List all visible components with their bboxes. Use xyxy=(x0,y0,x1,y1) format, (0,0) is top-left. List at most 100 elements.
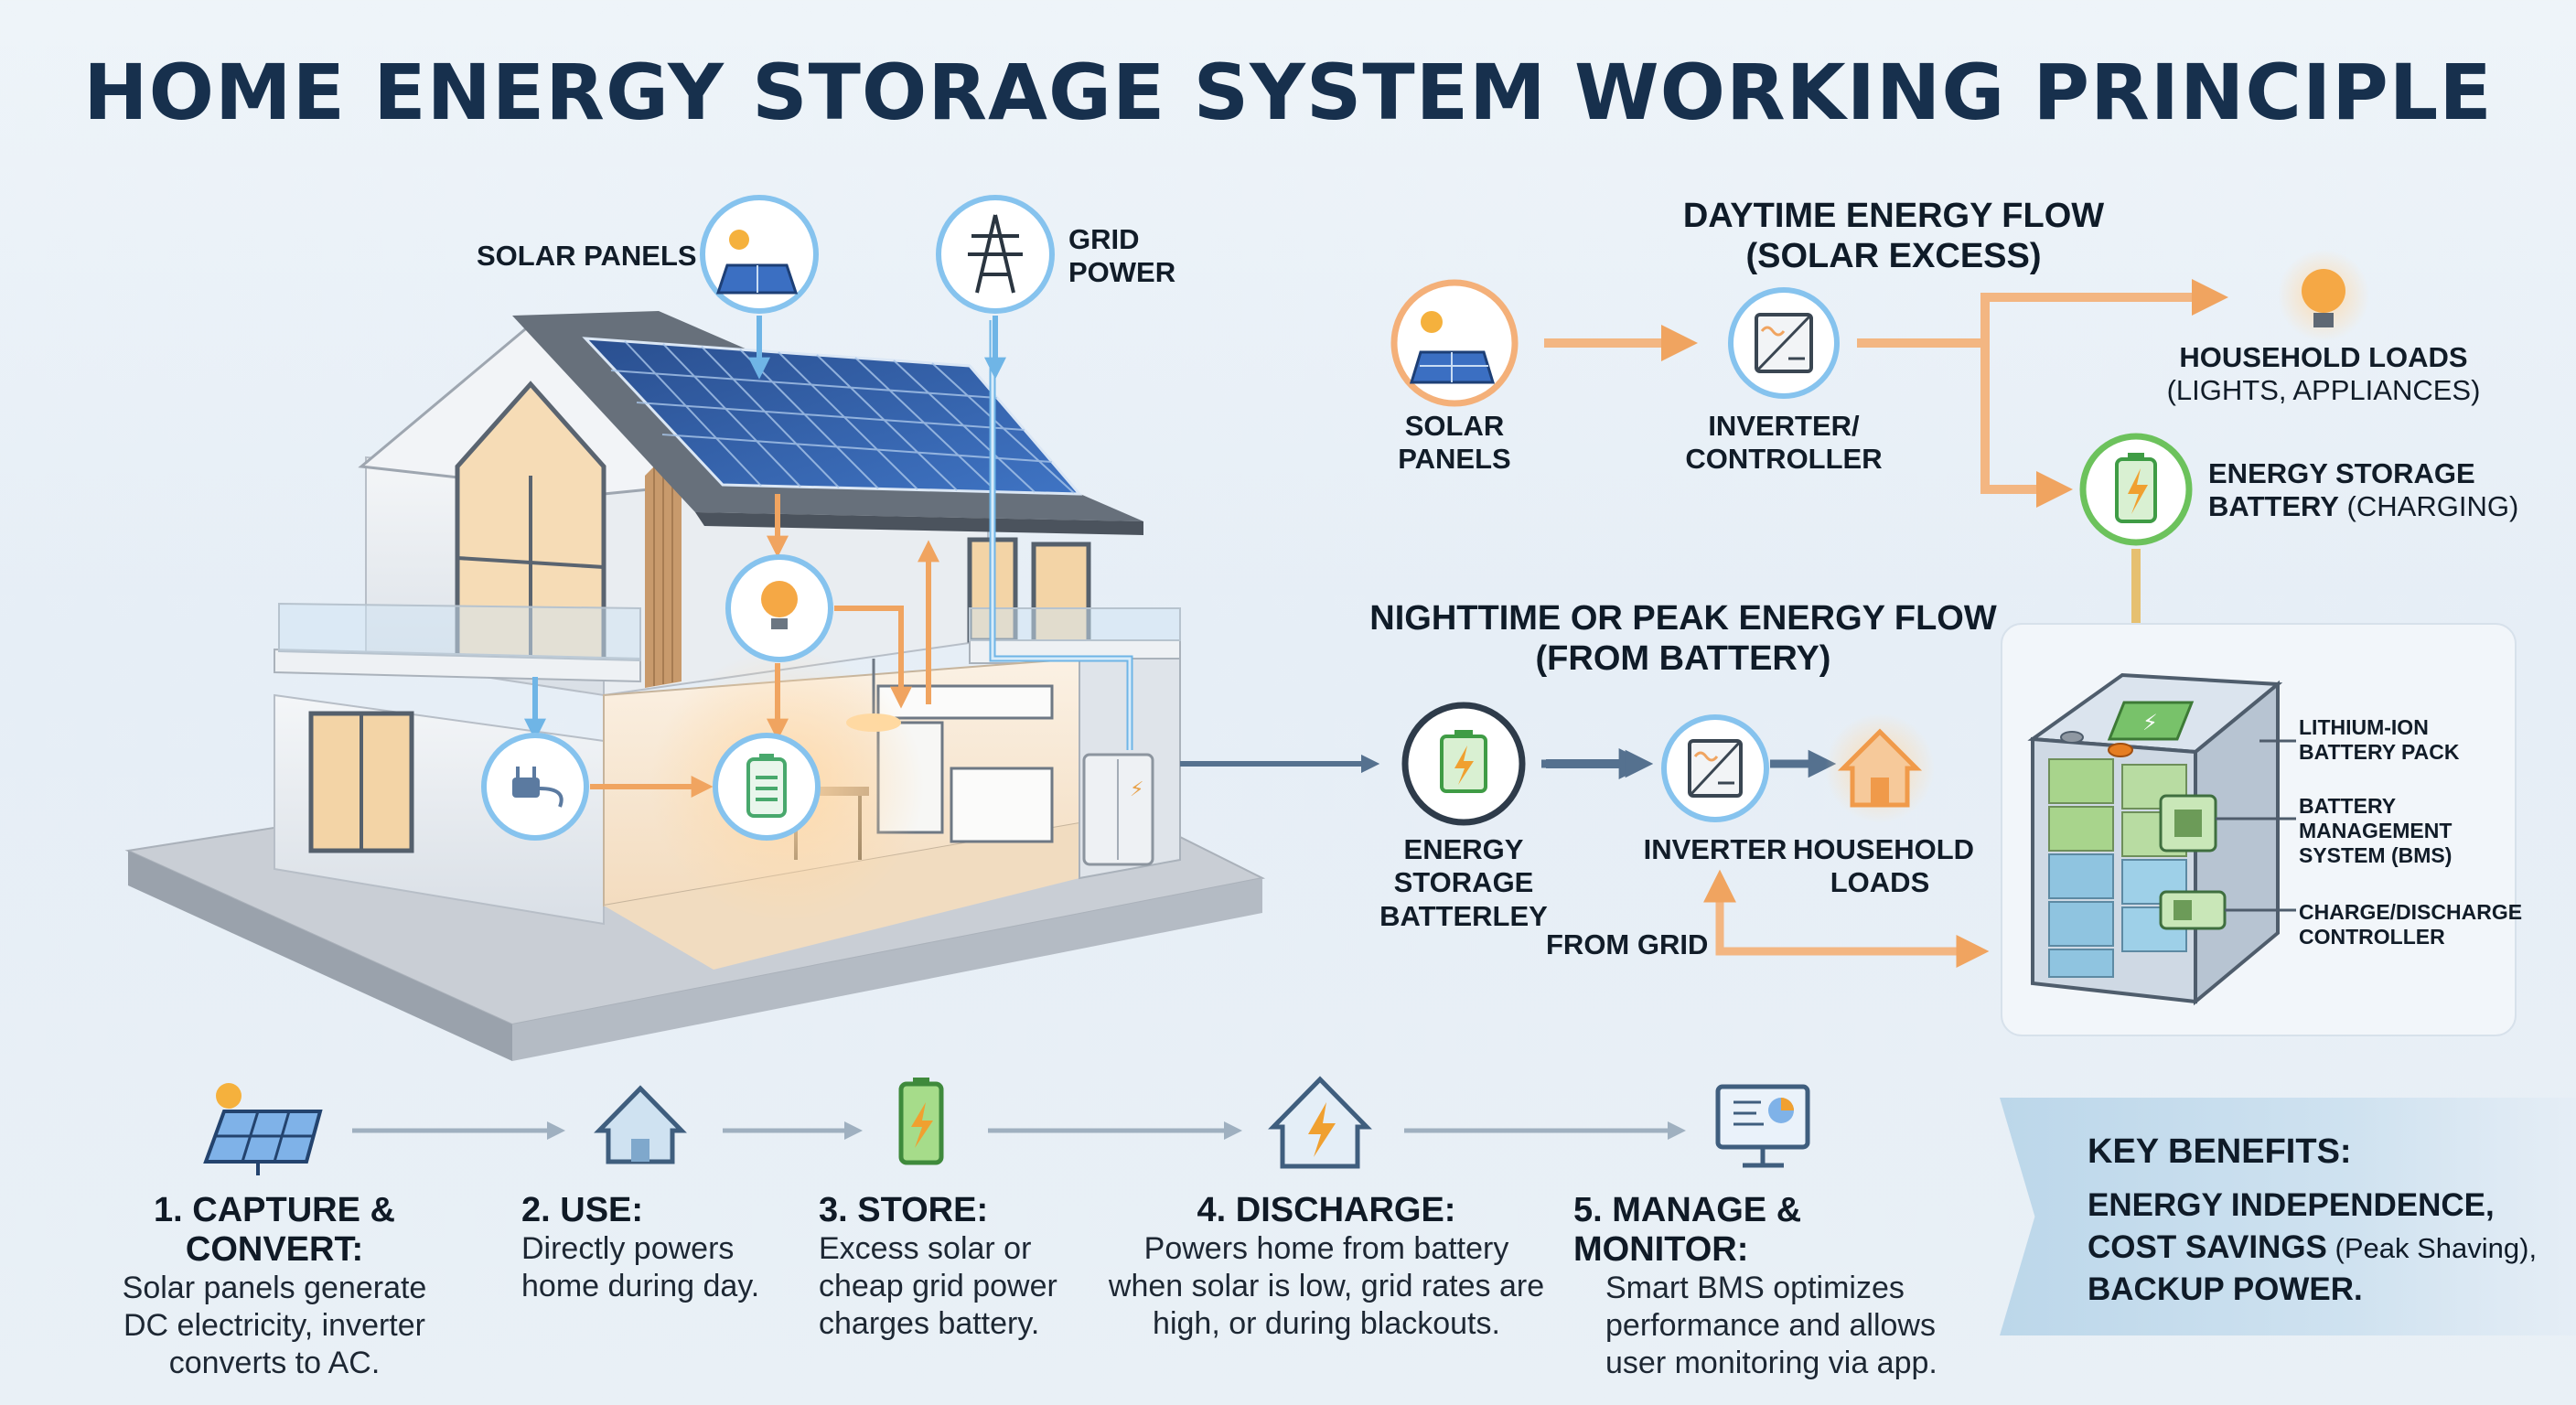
benefits-heading: KEY BENEFITS: xyxy=(2088,1132,2352,1171)
night-loads-label: HOUSEHOLD LOADS xyxy=(1793,833,1975,900)
step1-solar-panel-icon xyxy=(203,1083,323,1175)
step-3-line3: charges battery. xyxy=(819,1305,1040,1341)
svg-text:⚡: ⚡ xyxy=(1130,778,1143,801)
bms-label-line3: SYSTEM (BMS) xyxy=(2299,843,2453,868)
benefits-line2: COST SAVINGS (Peak Shaving), xyxy=(2088,1227,2537,1269)
day-loads-label-line2: (LIGHTS, APPLIANCES) xyxy=(2166,374,2481,407)
day-battery-label-bold: BATTERY xyxy=(2208,490,2339,523)
house-solar-label: SOLAR PANELS xyxy=(477,240,697,272)
night-inverter-icon xyxy=(1661,714,1769,822)
controller-label: CHARGE/DISCHARGE CONTROLLER xyxy=(2299,900,2522,949)
house-bulb-icon xyxy=(725,554,833,662)
nighttime-heading-line1: NIGHTTIME OR PEAK ENERGY FLOW xyxy=(1369,599,1997,638)
daytime-heading: DAYTIME ENERGY FLOW (SOLAR EXCESS) xyxy=(1628,196,2159,277)
step4-house-lightning-icon xyxy=(1268,1076,1372,1169)
day-loads-label-line1: HOUSEHOLD LOADS xyxy=(2179,341,2468,373)
step5-monitor-chart-icon xyxy=(1715,1084,1810,1168)
house-plug-icon xyxy=(481,733,589,841)
day-inverter-label-line1: INVERTER/ xyxy=(1708,410,1860,442)
day-battery-label-normal: (CHARGING) xyxy=(2338,490,2519,523)
house-solar-icon xyxy=(700,195,819,314)
benefits-banner xyxy=(2000,1098,2576,1335)
step-5-body: Smart BMS optimizes performance and allo… xyxy=(1605,1270,1967,1381)
day-battery-label-line1: ENERGY STORAGE xyxy=(2208,457,2475,489)
night-battery-label-line1: ENERGY STORAGE xyxy=(1393,833,1534,899)
benefits-text: KEY BENEFITS: ENERGY INDEPENDENCE, COST … xyxy=(2088,1132,2537,1312)
benefits-line2-bold: COST SAVINGS xyxy=(2088,1229,2327,1266)
house-battery-icon xyxy=(713,733,821,841)
benefits-line1: ENERGY INDEPENDENCE, xyxy=(2088,1187,2495,1223)
step-3-title: 3. STORE: xyxy=(819,1191,989,1229)
bms-label: BATTERY MANAGEMENT SYSTEM (BMS) xyxy=(2299,794,2452,868)
step-1-line2: DC electricity, inverter xyxy=(123,1307,425,1343)
day-battery-label: ENERGY STORAGE BATTERY (CHARGING) xyxy=(2208,457,2518,524)
day-battery-label-line2: BATTERY (CHARGING) xyxy=(2208,490,2518,523)
step-3-line1: Excess solar or xyxy=(819,1231,1032,1266)
day-solar-label: SOLAR PANELS xyxy=(1363,410,1546,477)
step-4-line3: high, or during blackouts. xyxy=(1153,1305,1500,1341)
daytime-heading-line2: (SOLAR EXCESS) xyxy=(1745,237,2042,276)
step-2-line2: home during day. xyxy=(521,1268,760,1303)
from-grid-label: FROM GRID xyxy=(1546,928,1709,960)
step-2-line1: Directly powers xyxy=(521,1231,735,1266)
battery-pack-label-line2: BATTERY PACK xyxy=(2299,740,2460,765)
step-1-line3: converts to AC. xyxy=(168,1345,381,1380)
day-inverter-label-line2: CONTROLLER xyxy=(1685,443,1883,476)
night-loads-label-line2: LOADS xyxy=(1830,866,1930,899)
step-2-title: 2. USE: xyxy=(521,1191,644,1229)
night-battery-icon xyxy=(1401,702,1526,826)
controller-label-line1: CHARGE/DISCHARGE xyxy=(2299,900,2523,924)
house-illustration: ⚡ xyxy=(124,311,1380,1061)
nighttime-heading: NIGHTTIME OR PEAK ENERGY FLOW (FROM BATT… xyxy=(1336,598,2031,680)
svg-text:⚡: ⚡ xyxy=(2142,710,2158,735)
step-4: 4. DISCHARGE: Powers home from battery w… xyxy=(1089,1191,1564,1342)
page-title: HOME ENERGY STORAGE SYSTEM WORKING PRINC… xyxy=(83,48,2493,137)
day-solar-label-line2: PANELS xyxy=(1398,443,1511,476)
step-2: 2. USE: Directly powers home during day. xyxy=(508,1191,773,1305)
step-5-title: 5. MANAGE & MONITOR: xyxy=(1573,1191,1802,1269)
step-4-line1: Powers home from battery xyxy=(1143,1231,1509,1266)
battery-detail-panel: ⚡ xyxy=(2001,623,2517,1036)
controller-label-line2: CONTROLLER xyxy=(2299,925,2445,949)
bms-label-line1: BATTERY xyxy=(2299,794,2397,818)
step-2-body: Directly powers home during day. xyxy=(521,1230,773,1305)
nighttime-heading-line2: (FROM BATTERY) xyxy=(1535,639,1831,679)
night-battery-label-line2: BATTERLEY xyxy=(1379,899,1548,932)
house-grid-tower-icon xyxy=(936,195,1055,314)
benefits-line2-normal: (Peak Shaving), xyxy=(2326,1232,2538,1265)
step-1-line1: Solar panels generate xyxy=(122,1271,427,1305)
day-bulb-icon xyxy=(2278,250,2369,341)
step-3-line2: cheap grid power xyxy=(819,1268,1057,1303)
step-5: 5. MANAGE & MONITOR: Smart BMS optimizes… xyxy=(1564,1191,1967,1381)
step-5-line2: performance and allows xyxy=(1605,1307,1936,1343)
step-4-line2: when solar is low, grid rates are xyxy=(1108,1268,1545,1303)
step-3-body: Excess solar or cheap grid power charges… xyxy=(819,1230,1093,1342)
day-loads-label: HOUSEHOLD LOADS (LIGHTS, APPLIANCES) xyxy=(2141,341,2506,408)
step-4-title: 4. DISCHARGE: xyxy=(1197,1191,1456,1229)
step-4-body: Powers home from battery when solar is l… xyxy=(1089,1230,1564,1342)
day-solar-label-line1: SOLAR xyxy=(1404,410,1505,442)
step-1-body: Solar panels generate DC electricity, in… xyxy=(64,1270,485,1381)
step2-house-icon xyxy=(594,1085,687,1164)
step-1: 1. CAPTURE & CONVERT: Solar panels gener… xyxy=(64,1191,485,1381)
step-5-line3: user monitoring via app. xyxy=(1605,1345,1937,1380)
day-inverter-icon xyxy=(1728,287,1840,399)
day-inverter-label: INVERTER/ CONTROLLER xyxy=(1656,410,1912,477)
step-1-title: 1. CAPTURE & CONVERT: xyxy=(154,1191,395,1269)
battery-pack-label-line1: LITHIUM-ION xyxy=(2299,715,2429,739)
step-5-line1: Smart BMS optimizes xyxy=(1605,1271,1905,1305)
bms-label-line2: MANAGEMENT xyxy=(2299,819,2453,843)
day-battery-icon xyxy=(2079,433,2193,546)
house-grid-label: GRID POWER xyxy=(1068,223,1175,290)
day-solar-icon xyxy=(1390,279,1519,407)
benefits-list: ENERGY INDEPENDENCE, COST SAVINGS (Peak … xyxy=(2088,1185,2537,1312)
step3-battery-icon xyxy=(898,1078,944,1165)
step-3: 3. STORE: Excess solar or cheap grid pow… xyxy=(819,1191,1093,1342)
house-grid-label-line2: POWER xyxy=(1068,256,1176,289)
house-grid-label-line1: GRID xyxy=(1068,223,1140,255)
night-loads-label-line1: HOUSEHOLD xyxy=(1793,833,1975,865)
benefits-line3: BACKUP POWER. xyxy=(2088,1271,2363,1308)
night-inverter-label: INVERTER xyxy=(1643,833,1787,865)
battery-pack-label: LITHIUM-ION BATTERY PACK xyxy=(2299,715,2460,765)
